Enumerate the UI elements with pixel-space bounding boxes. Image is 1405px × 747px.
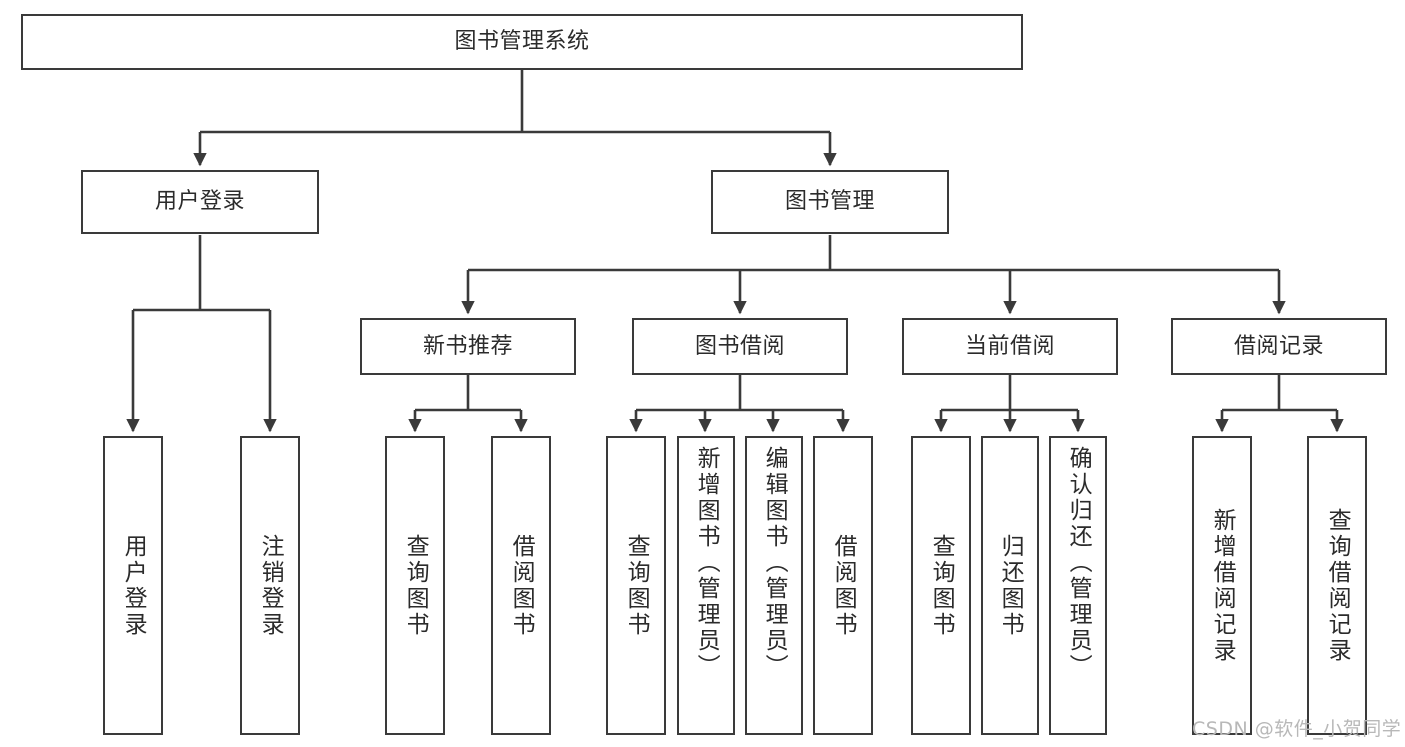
node-leaf-borrow-book-1-label: 借阅图书 — [508, 534, 535, 638]
node-leaf-query-book-1[interactable]: 查询图书 — [385, 436, 445, 735]
node-user-login[interactable]: 用户登录 — [81, 170, 319, 234]
node-leaf-query-book-2-label: 查询图书 — [623, 534, 650, 638]
node-current-borrow-label: 当前借阅 — [964, 333, 1055, 359]
node-leaf-query-book-3[interactable]: 查询图书 — [911, 436, 971, 735]
node-leaf-add-book[interactable]: 新增图书（管理员） — [677, 436, 735, 735]
node-book-manage-label: 图书管理 — [784, 189, 875, 215]
node-book-borrow-label: 图书借阅 — [694, 333, 785, 359]
node-borrow-record-label: 借阅记录 — [1233, 333, 1324, 359]
node-leaf-query-record-label: 查询借阅记录 — [1324, 508, 1351, 664]
node-user-login-label: 用户登录 — [154, 189, 245, 215]
node-leaf-add-record[interactable]: 新增借阅记录 — [1192, 436, 1252, 735]
node-leaf-query-book-2[interactable]: 查询图书 — [606, 436, 666, 735]
node-book-borrow[interactable]: 图书借阅 — [632, 318, 848, 375]
node-leaf-confirm-return[interactable]: 确认归还（管理员） — [1049, 436, 1107, 735]
node-leaf-edit-book-label: 编辑图书（管理员） — [761, 446, 788, 680]
node-book-manage[interactable]: 图书管理 — [711, 170, 949, 234]
node-current-borrow[interactable]: 当前借阅 — [902, 318, 1118, 375]
node-new-book-rec[interactable]: 新书推荐 — [360, 318, 576, 375]
node-leaf-add-book-label: 新增图书（管理员） — [693, 446, 720, 680]
node-leaf-return-book-label: 归还图书 — [997, 534, 1024, 638]
node-leaf-user-login-label: 用户登录 — [120, 534, 147, 638]
node-new-book-rec-label: 新书推荐 — [422, 333, 513, 359]
node-leaf-borrow-book-2-label: 借阅图书 — [830, 534, 857, 638]
node-leaf-edit-book[interactable]: 编辑图书（管理员） — [745, 436, 803, 735]
node-root[interactable]: 图书管理系统 — [21, 14, 1023, 70]
node-leaf-borrow-book-1[interactable]: 借阅图书 — [491, 436, 551, 735]
node-leaf-query-book-3-label: 查询图书 — [928, 534, 955, 638]
node-leaf-add-record-label: 新增借阅记录 — [1209, 508, 1236, 664]
node-leaf-query-record[interactable]: 查询借阅记录 — [1307, 436, 1367, 735]
node-leaf-user-logout-label: 注销登录 — [257, 534, 284, 638]
node-leaf-query-book-1-label: 查询图书 — [402, 534, 429, 638]
node-leaf-user-login[interactable]: 用户登录 — [103, 436, 163, 735]
node-borrow-record[interactable]: 借阅记录 — [1171, 318, 1387, 375]
node-leaf-user-logout[interactable]: 注销登录 — [240, 436, 300, 735]
node-leaf-borrow-book-2[interactable]: 借阅图书 — [813, 436, 873, 735]
csdn-watermark: CSDN @软件_小贺同学 — [1192, 718, 1402, 740]
node-leaf-return-book[interactable]: 归还图书 — [981, 436, 1039, 735]
node-root-label: 图书管理系统 — [454, 29, 590, 55]
node-leaf-confirm-return-label: 确认归还（管理员） — [1065, 446, 1092, 680]
